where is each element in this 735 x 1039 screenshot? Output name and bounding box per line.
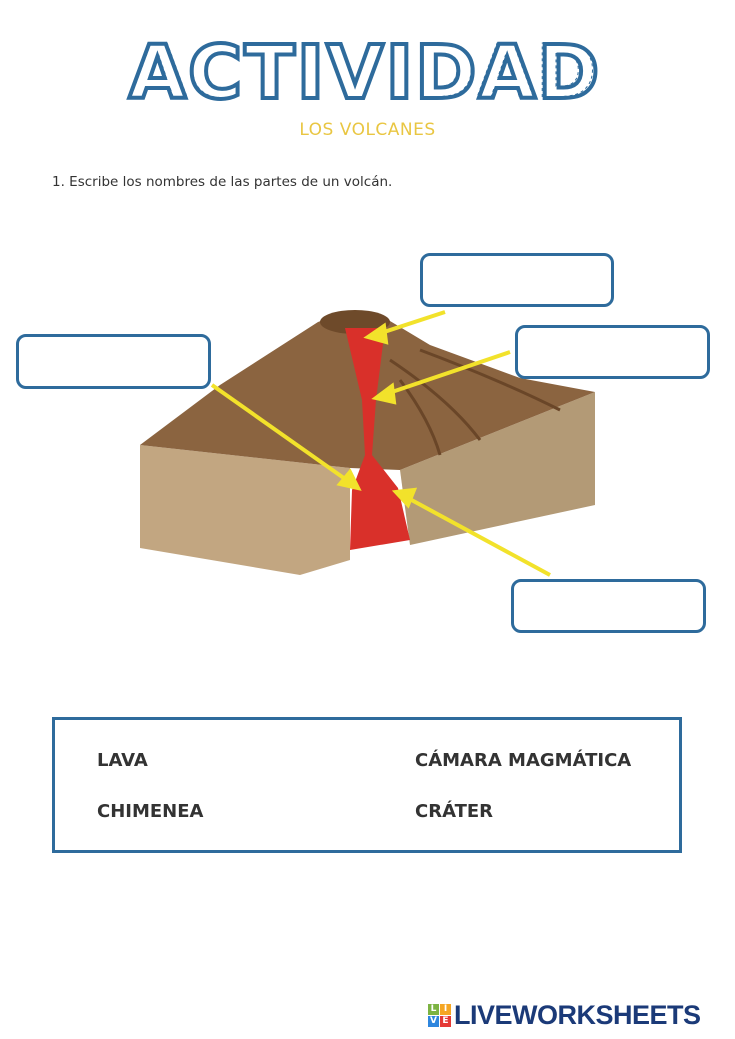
volcano-diagram bbox=[140, 310, 595, 577]
word-bank: LAVA CÁMARA MAGMÁTICA CHIMENEA CRÁTER bbox=[52, 717, 682, 853]
word-lava: LAVA bbox=[97, 750, 148, 771]
word-chimenea: CHIMENEA bbox=[97, 801, 204, 822]
answer-box-left[interactable] bbox=[16, 334, 211, 389]
arrow-chimney bbox=[385, 350, 511, 396]
title-stitch: ACTIVIDAD bbox=[131, 30, 599, 110]
logo-text: LIVEWORKSHEETS bbox=[454, 1000, 701, 1030]
answer-box-top[interactable] bbox=[420, 253, 614, 307]
instruction: 1. Escribe los nombres de las partes de … bbox=[52, 174, 393, 190]
liveworksheets-logo: L I V E LIVEWORKSHEETS bbox=[428, 1000, 701, 1031]
title-actividad: ACTIVIDAD ACTIVIDAD bbox=[127, 30, 602, 110]
arrow-crater bbox=[377, 310, 446, 336]
arrow-chamber bbox=[405, 495, 551, 577]
word-camara-magmatica: CÁMARA MAGMÁTICA bbox=[415, 750, 632, 771]
answer-box-right[interactable] bbox=[515, 325, 710, 379]
logo-cubes-icon: L I V E bbox=[428, 1004, 451, 1027]
subtitle: LOS VOLCANES bbox=[299, 120, 436, 140]
word-crater: CRÁTER bbox=[415, 801, 494, 822]
arrow-lava bbox=[210, 383, 350, 483]
block-right-face bbox=[400, 392, 595, 545]
answer-box-bottom-right[interactable] bbox=[511, 579, 706, 633]
title-text: ACTIVIDAD bbox=[129, 30, 602, 110]
lava-chimney bbox=[345, 328, 410, 550]
block-left-face bbox=[140, 445, 350, 575]
